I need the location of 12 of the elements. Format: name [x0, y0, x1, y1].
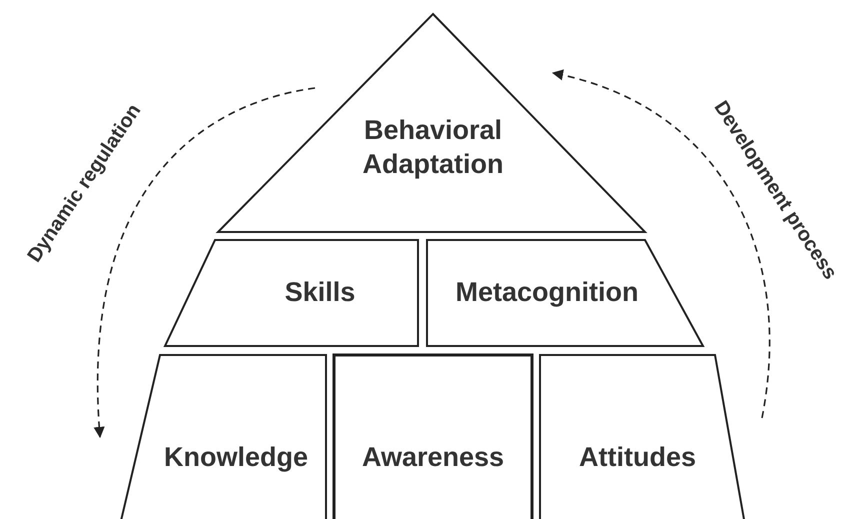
pyramid-tier	[334, 355, 532, 519]
tier-label: Knowledge	[162, 441, 309, 474]
pyramid-tier	[540, 355, 745, 519]
pyramid-tier	[427, 240, 703, 346]
tier-label: Behavioral Adaptation	[362, 114, 504, 181]
pyramid-tier	[165, 240, 418, 346]
tier-label: Awareness	[360, 441, 506, 474]
pyramid-top-triangle	[218, 14, 645, 232]
tier-label: Skills	[284, 276, 356, 309]
tier-label: Metacognition	[454, 276, 640, 309]
pyramid-tier	[120, 355, 326, 519]
tier-label: Attitudes	[578, 441, 697, 474]
